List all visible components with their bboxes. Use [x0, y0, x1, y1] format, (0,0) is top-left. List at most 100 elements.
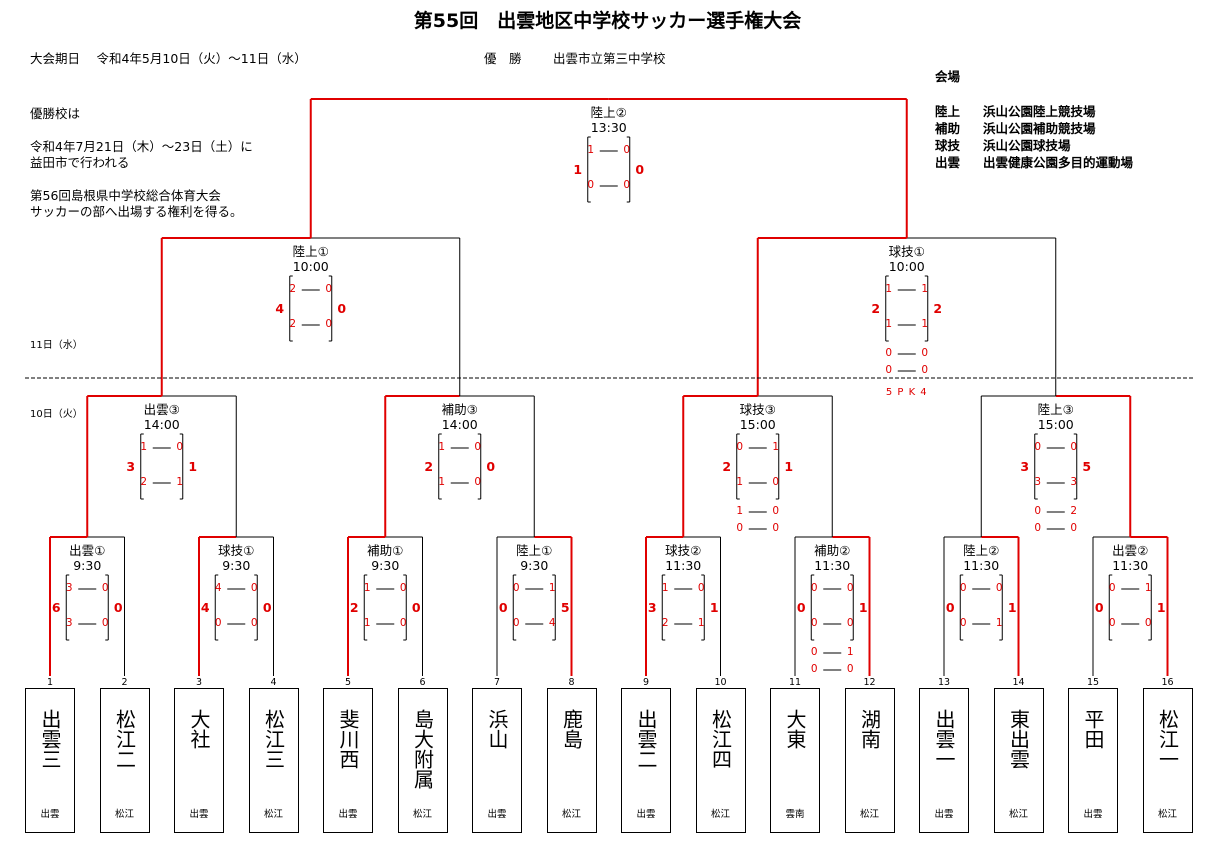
- total-score-left: 3: [1020, 459, 1030, 474]
- seed-number: 13: [937, 677, 951, 688]
- note-line: サッカーの部へ出場する権利を得る。: [30, 204, 243, 219]
- extra-score-right: 0: [772, 505, 780, 517]
- match-time: 14:00: [143, 417, 180, 432]
- total-score-left: 2: [424, 459, 434, 474]
- total-score-right: 0: [113, 600, 123, 615]
- seed-number: 9: [642, 677, 650, 688]
- match-time: 11:30: [814, 558, 851, 573]
- half-score-left: 2: [140, 476, 148, 488]
- total-score-left: 2: [871, 301, 881, 316]
- match-venue: 球技②: [665, 543, 702, 558]
- venue-name: 浜山公園球技場: [983, 138, 1071, 153]
- venue-row: 陸上浜山公園陸上競技場: [935, 101, 1096, 120]
- extra-score-right: 0: [921, 347, 929, 359]
- team-region: 出雲: [636, 809, 656, 820]
- venue-name: 浜山公園陸上競技場: [983, 104, 1096, 119]
- match-venue: 出雲①: [69, 543, 106, 558]
- team-name: 鹿島: [548, 709, 596, 749]
- half-score-right: 0: [846, 582, 854, 594]
- half-score-left: 3: [65, 582, 73, 594]
- team-box: 東出雲松江: [993, 688, 1044, 833]
- total-score-right: 1: [1156, 600, 1166, 615]
- team-name-text: 湖南: [857, 709, 882, 749]
- total-score-left: 0: [498, 600, 508, 615]
- extra-score-left: 0: [1034, 522, 1042, 534]
- extra-score-left: 0: [1034, 505, 1042, 517]
- half-score-left: 1: [736, 476, 744, 488]
- team-box: 浜山出雲: [472, 688, 522, 833]
- team-box: 出雲二出雲: [621, 688, 671, 833]
- total-score-left: 4: [275, 301, 285, 316]
- match-venue: 補助①: [367, 543, 404, 558]
- extra-score-right: 1: [846, 646, 854, 658]
- half-score-right: 4: [548, 617, 556, 629]
- team-box: 島大附属松江: [397, 688, 448, 833]
- match-venue: 陸上③: [1037, 402, 1074, 417]
- half-score-right: 0: [325, 318, 333, 330]
- seed-number: 1: [46, 677, 54, 688]
- match-venue: 補助③: [441, 402, 478, 417]
- half-score-left: 0: [736, 441, 744, 453]
- team-name-text: 大社: [187, 709, 211, 749]
- venue-row: 球技 浜山公園球技場: [935, 135, 1071, 154]
- match-time: 11:30: [1112, 558, 1149, 573]
- half-score-right: 0: [101, 617, 109, 629]
- match-time: 9:30: [520, 558, 549, 573]
- team-region: 松江: [859, 809, 879, 820]
- venue-short: 球技: [935, 138, 961, 153]
- team-region: 出雲: [934, 809, 954, 820]
- team-name: 大東: [771, 709, 819, 749]
- extra-score-left: 0: [810, 663, 818, 675]
- half-score-right: 0: [772, 476, 780, 488]
- team-box: 大東雲南: [770, 688, 820, 833]
- match-time: 10:00: [888, 259, 925, 274]
- venue-row: 補助 浜山公園補助競技場: [935, 118, 1096, 137]
- half-score-left: 1: [885, 283, 893, 295]
- total-score-right: 0: [635, 162, 645, 177]
- half-score-right: 1: [176, 476, 184, 488]
- seed-number: 10: [714, 677, 727, 688]
- half-score-left: 0: [1034, 441, 1042, 453]
- extra-score-left: 0: [885, 347, 893, 359]
- half-score-right: 1: [772, 441, 780, 453]
- extra-score-left: 0: [885, 364, 893, 376]
- team-region: 松江: [561, 809, 581, 820]
- half-score-left: 3: [65, 617, 73, 629]
- half-score-right: 0: [697, 582, 705, 594]
- half-score-left: 3: [1034, 476, 1042, 488]
- venue-name: 浜山公園補助競技場: [983, 121, 1096, 136]
- team-name-text: 大東: [783, 709, 807, 749]
- half-score-left: 1: [438, 476, 446, 488]
- champion-label: 優 勝: [484, 51, 522, 66]
- team-name-text: 松江四: [708, 709, 733, 769]
- team-name-text: 松江一: [1155, 709, 1180, 769]
- match-venue: 陸上①: [292, 244, 329, 259]
- half-score-left: 1: [363, 617, 371, 629]
- pk-score: 5 P K 4: [885, 387, 928, 398]
- half-score-right: 1: [548, 582, 556, 594]
- half-score-right: 0: [399, 582, 407, 594]
- half-score-right: 0: [623, 179, 631, 191]
- team-region: 出雲: [338, 809, 358, 820]
- half-score-left: 1: [140, 441, 148, 453]
- extra-score-left: 0: [810, 646, 818, 658]
- team-region: 出雲: [189, 809, 209, 820]
- team-name-text: 松江三: [261, 709, 286, 769]
- half-score-right: 1: [1144, 582, 1152, 594]
- extra-score-right: 0: [846, 663, 854, 675]
- team-region: 出雲: [487, 809, 507, 820]
- half-score-right: 0: [325, 283, 333, 295]
- half-score-left: 0: [214, 617, 222, 629]
- half-score-left: 0: [810, 582, 818, 594]
- event-dates: 大会期日 令和4年5月10日（火）～11日（水）: [30, 51, 307, 66]
- half-score-left: 0: [587, 179, 595, 191]
- match-venue: 陸上②: [963, 543, 1000, 558]
- half-score-right: 0: [250, 617, 258, 629]
- half-score-left: 2: [289, 283, 297, 295]
- half-score-left: 0: [959, 582, 967, 594]
- venue-short: 補助: [935, 121, 961, 136]
- half-score-left: 0: [1108, 617, 1116, 629]
- team-name-text: 出雲二: [634, 709, 658, 769]
- total-score-left: 0: [796, 600, 806, 615]
- team-box: 鹿島松江: [546, 688, 597, 833]
